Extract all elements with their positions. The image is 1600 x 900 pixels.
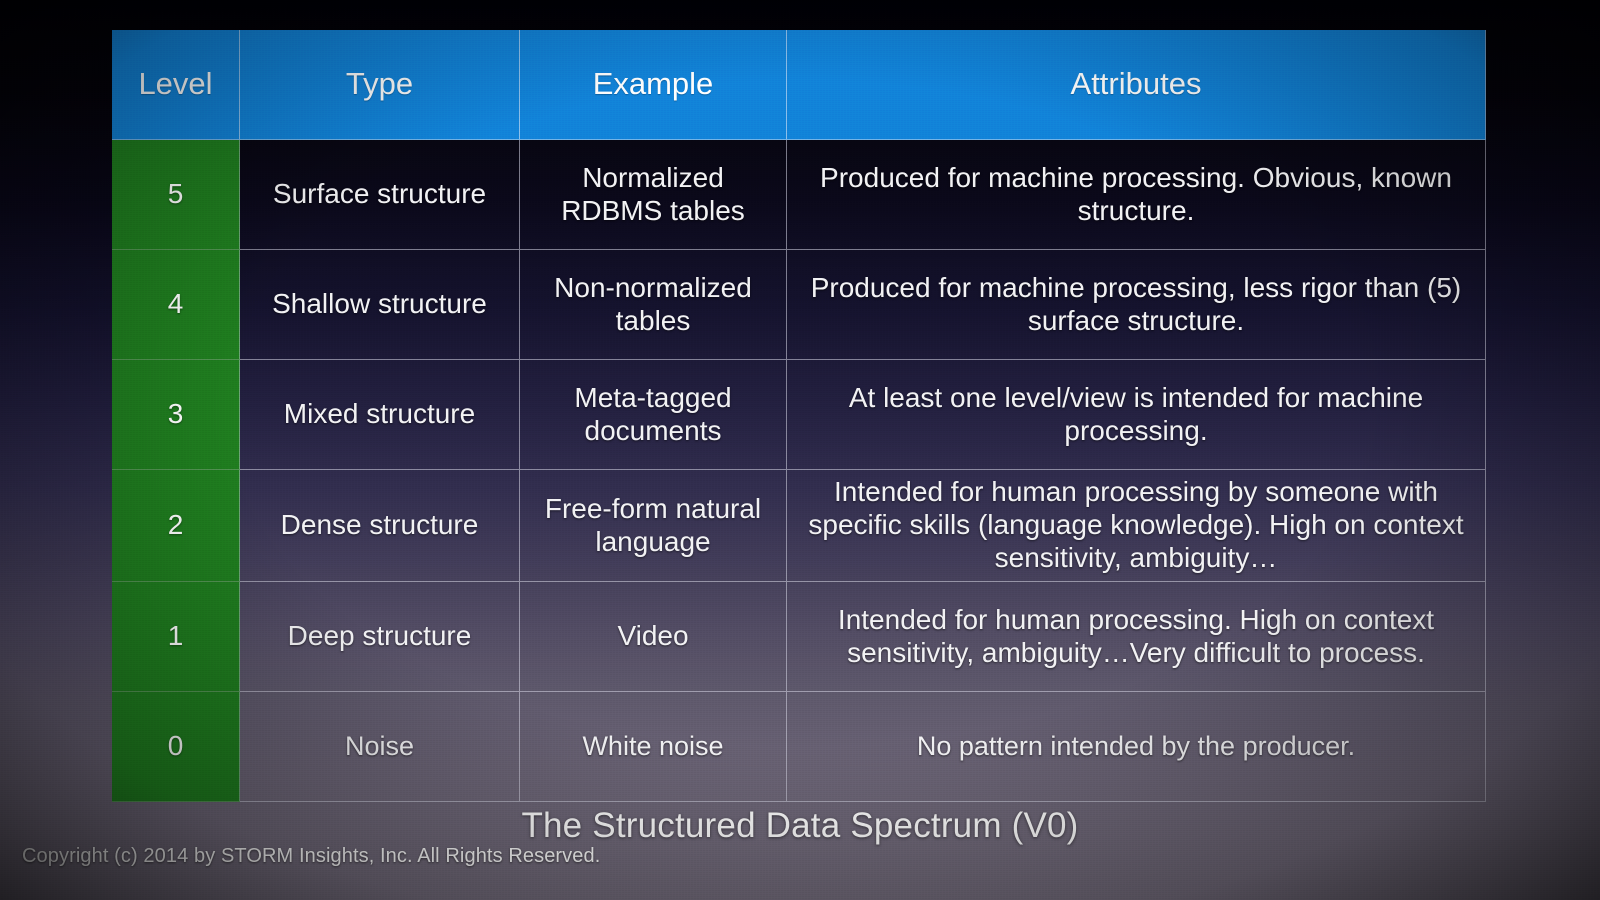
cell-level: 2 — [112, 470, 240, 582]
table-row: 2 Dense structure Free-form natural lang… — [112, 470, 1486, 582]
cell-example: Meta-tagged documents — [520, 360, 787, 470]
column-header-type: Type — [240, 30, 520, 140]
cell-example: Free-form natural language — [520, 470, 787, 582]
table-row: 5 Surface structure Normalized RDBMS tab… — [112, 140, 1486, 250]
cell-type: Deep structure — [240, 582, 520, 692]
column-header-attributes: Attributes — [787, 30, 1486, 140]
cell-level: 3 — [112, 360, 240, 470]
table-row: 3 Mixed structure Meta-tagged documents … — [112, 360, 1486, 470]
cell-attributes: Intended for human processing. High on c… — [787, 582, 1486, 692]
cell-attributes: Intended for human processing by someone… — [787, 470, 1486, 582]
cell-attributes: Produced for machine processing. Obvious… — [787, 140, 1486, 250]
cell-type: Dense structure — [240, 470, 520, 582]
cell-type: Surface structure — [240, 140, 520, 250]
cell-example: Normalized RDBMS tables — [520, 140, 787, 250]
slide-caption: The Structured Data Spectrum (V0) — [521, 806, 1079, 845]
column-header-level: Level — [112, 30, 240, 140]
column-header-example: Example — [520, 30, 787, 140]
cell-level: 1 — [112, 582, 240, 692]
cell-level: 4 — [112, 250, 240, 360]
cell-level: 0 — [112, 692, 240, 802]
cell-attributes: No pattern intended by the producer. — [787, 692, 1486, 802]
cell-type: Mixed structure — [240, 360, 520, 470]
cell-example: Video — [520, 582, 787, 692]
structured-data-spectrum-table: Level Type Example Attributes 5 Surface … — [112, 30, 1486, 802]
cell-type: Shallow structure — [240, 250, 520, 360]
table-header-row: Level Type Example Attributes — [112, 30, 1486, 140]
cell-attributes: Produced for machine processing, less ri… — [787, 250, 1486, 360]
table-row: 0 Noise White noise No pattern intended … — [112, 692, 1486, 802]
cell-example: White noise — [520, 692, 787, 802]
cell-type: Noise — [240, 692, 520, 802]
copyright-notice: Copyright (c) 2014 by STORM Insights, In… — [22, 845, 601, 867]
table-row: 1 Deep structure Video Intended for huma… — [112, 582, 1486, 692]
cell-level: 5 — [112, 140, 240, 250]
cell-example: Non-normalized tables — [520, 250, 787, 360]
table-row: 4 Shallow structure Non-normalized table… — [112, 250, 1486, 360]
cell-attributes: At least one level/view is intended for … — [787, 360, 1486, 470]
